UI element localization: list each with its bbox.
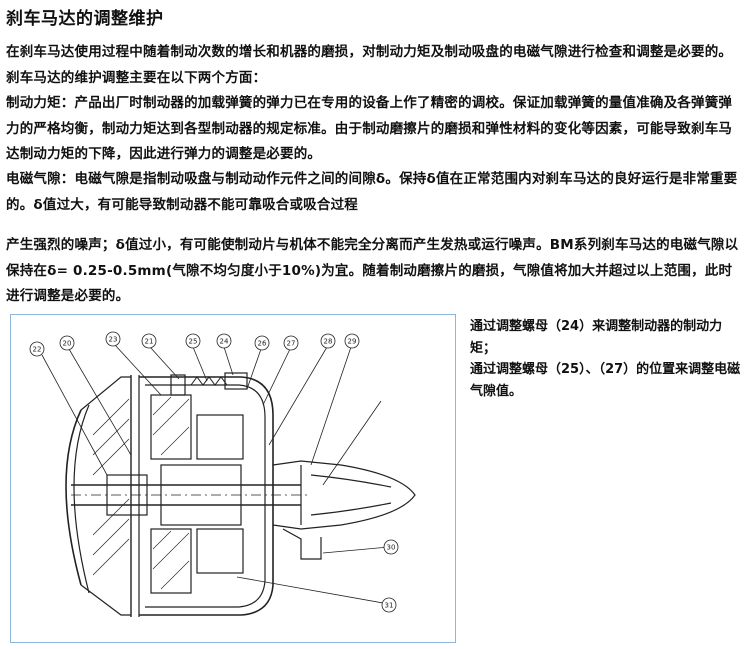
brake-cross-section-drawing: 22 20 23 21 25 24 26 27 28 29 30 31	[29, 331, 416, 617]
brake-motor-diagram: 22 20 23 21 25 24 26 27 28 29 30 31	[10, 314, 456, 643]
note-torque-adjustment: 通过调整螺母（24）来调整制动器的制动力矩；	[470, 319, 723, 356]
svg-text:29: 29	[348, 338, 357, 346]
svg-text:25: 25	[189, 338, 198, 346]
torque-text: 产品出厂时制动器的加载弹簧的弹力已在专用的设备上作了精密的调校。保证加载弹簧的量…	[6, 95, 733, 162]
page-title: 刹车马达的调整维护	[6, 9, 164, 29]
svg-text:24: 24	[220, 338, 229, 346]
svg-text:27: 27	[287, 340, 296, 348]
gap-text: 电磁气隙是指制动吸盘与制动动作元件之间的间隙δ。保持δ值在正常范围内对刹车马达的…	[6, 171, 738, 213]
svg-text:31: 31	[385, 602, 394, 610]
callout-26: 26	[254, 335, 270, 351]
gap-term: 电磁气隙：	[6, 171, 75, 187]
callout-24: 24	[216, 333, 232, 349]
callout-22: 22	[29, 341, 45, 357]
callout-20: 20	[59, 335, 75, 351]
svg-text:22: 22	[33, 346, 42, 354]
intro-paragraph: 在刹车马达使用过程中随着制动次数的增长和机器的磨损，对制动力矩及制动吸盘的电磁气…	[6, 44, 733, 86]
svg-text:21: 21	[145, 338, 154, 346]
callout-21: 21	[141, 333, 157, 349]
callout-23: 23	[105, 331, 121, 347]
callout-28: 28	[320, 333, 336, 349]
callout-27: 27	[283, 335, 299, 351]
svg-text:23: 23	[109, 336, 118, 344]
svg-text:30: 30	[387, 544, 396, 552]
svg-text:20: 20	[63, 340, 72, 348]
svg-text:28: 28	[324, 338, 333, 346]
torque-term: 制动力矩：	[6, 95, 75, 111]
callout-31: 31	[381, 597, 397, 613]
note-gap-adjustment: 通过调整螺母（25）、（27）的位置来调整电磁气隙值。	[470, 362, 741, 399]
gap-paragraph: 电磁气隙：电磁气隙是指制动吸盘与制动动作元件之间的间隙δ。保持δ值在正常范围内对…	[6, 167, 744, 218]
torque-paragraph: 制动力矩：产品出厂时制动器的加载弹簧的弹力已在专用的设备上作了精密的调校。保证加…	[6, 91, 744, 168]
svg-text:26: 26	[258, 340, 267, 348]
callout-29: 29	[344, 333, 360, 349]
adjustment-notes: 通过调整螺母（24）来调整制动器的制动力矩； 通过调整螺母（25）、（27）的位…	[470, 316, 746, 402]
callout-30: 30	[383, 539, 399, 555]
continuation-paragraph: 产生强烈的噪声；δ值过小，有可能使制动片与机体不能完全分离而产生发热或运行噪声。…	[6, 237, 739, 304]
callout-25: 25	[185, 333, 201, 349]
